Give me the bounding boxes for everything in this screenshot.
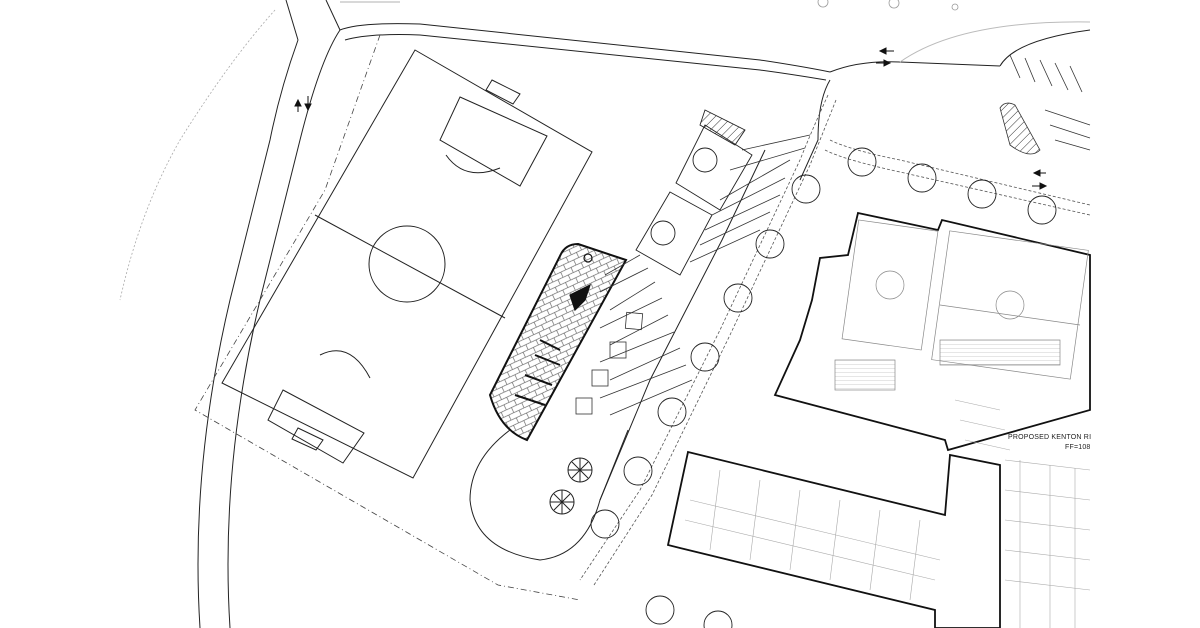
site-features	[340, 0, 959, 11]
drop-off-loop	[469, 149, 766, 561]
trees	[590, 147, 1057, 628]
parking-lot-east	[999, 54, 1091, 155]
playground	[488, 242, 628, 442]
entry-drive	[197, 0, 1091, 628]
finished-floor-label: FF=108	[1065, 444, 1091, 451]
sidewalk	[579, 94, 1091, 586]
play-structure-icon	[514, 253, 593, 406]
half-courts	[635, 109, 753, 276]
traffic-arrows	[294, 47, 1048, 190]
gym-courts	[834, 219, 1089, 391]
building-gym	[773, 211, 1091, 452]
tree-line	[119, 9, 276, 301]
property-line	[194, 34, 581, 601]
shade-umbrellas	[549, 457, 593, 515]
building-label: PROPOSED KENTON RI	[1008, 434, 1092, 441]
soccer-field	[221, 49, 593, 479]
building-classrooms	[666, 450, 1001, 628]
classroom-interior	[684, 399, 1091, 628]
parking-stalls	[575, 134, 811, 416]
